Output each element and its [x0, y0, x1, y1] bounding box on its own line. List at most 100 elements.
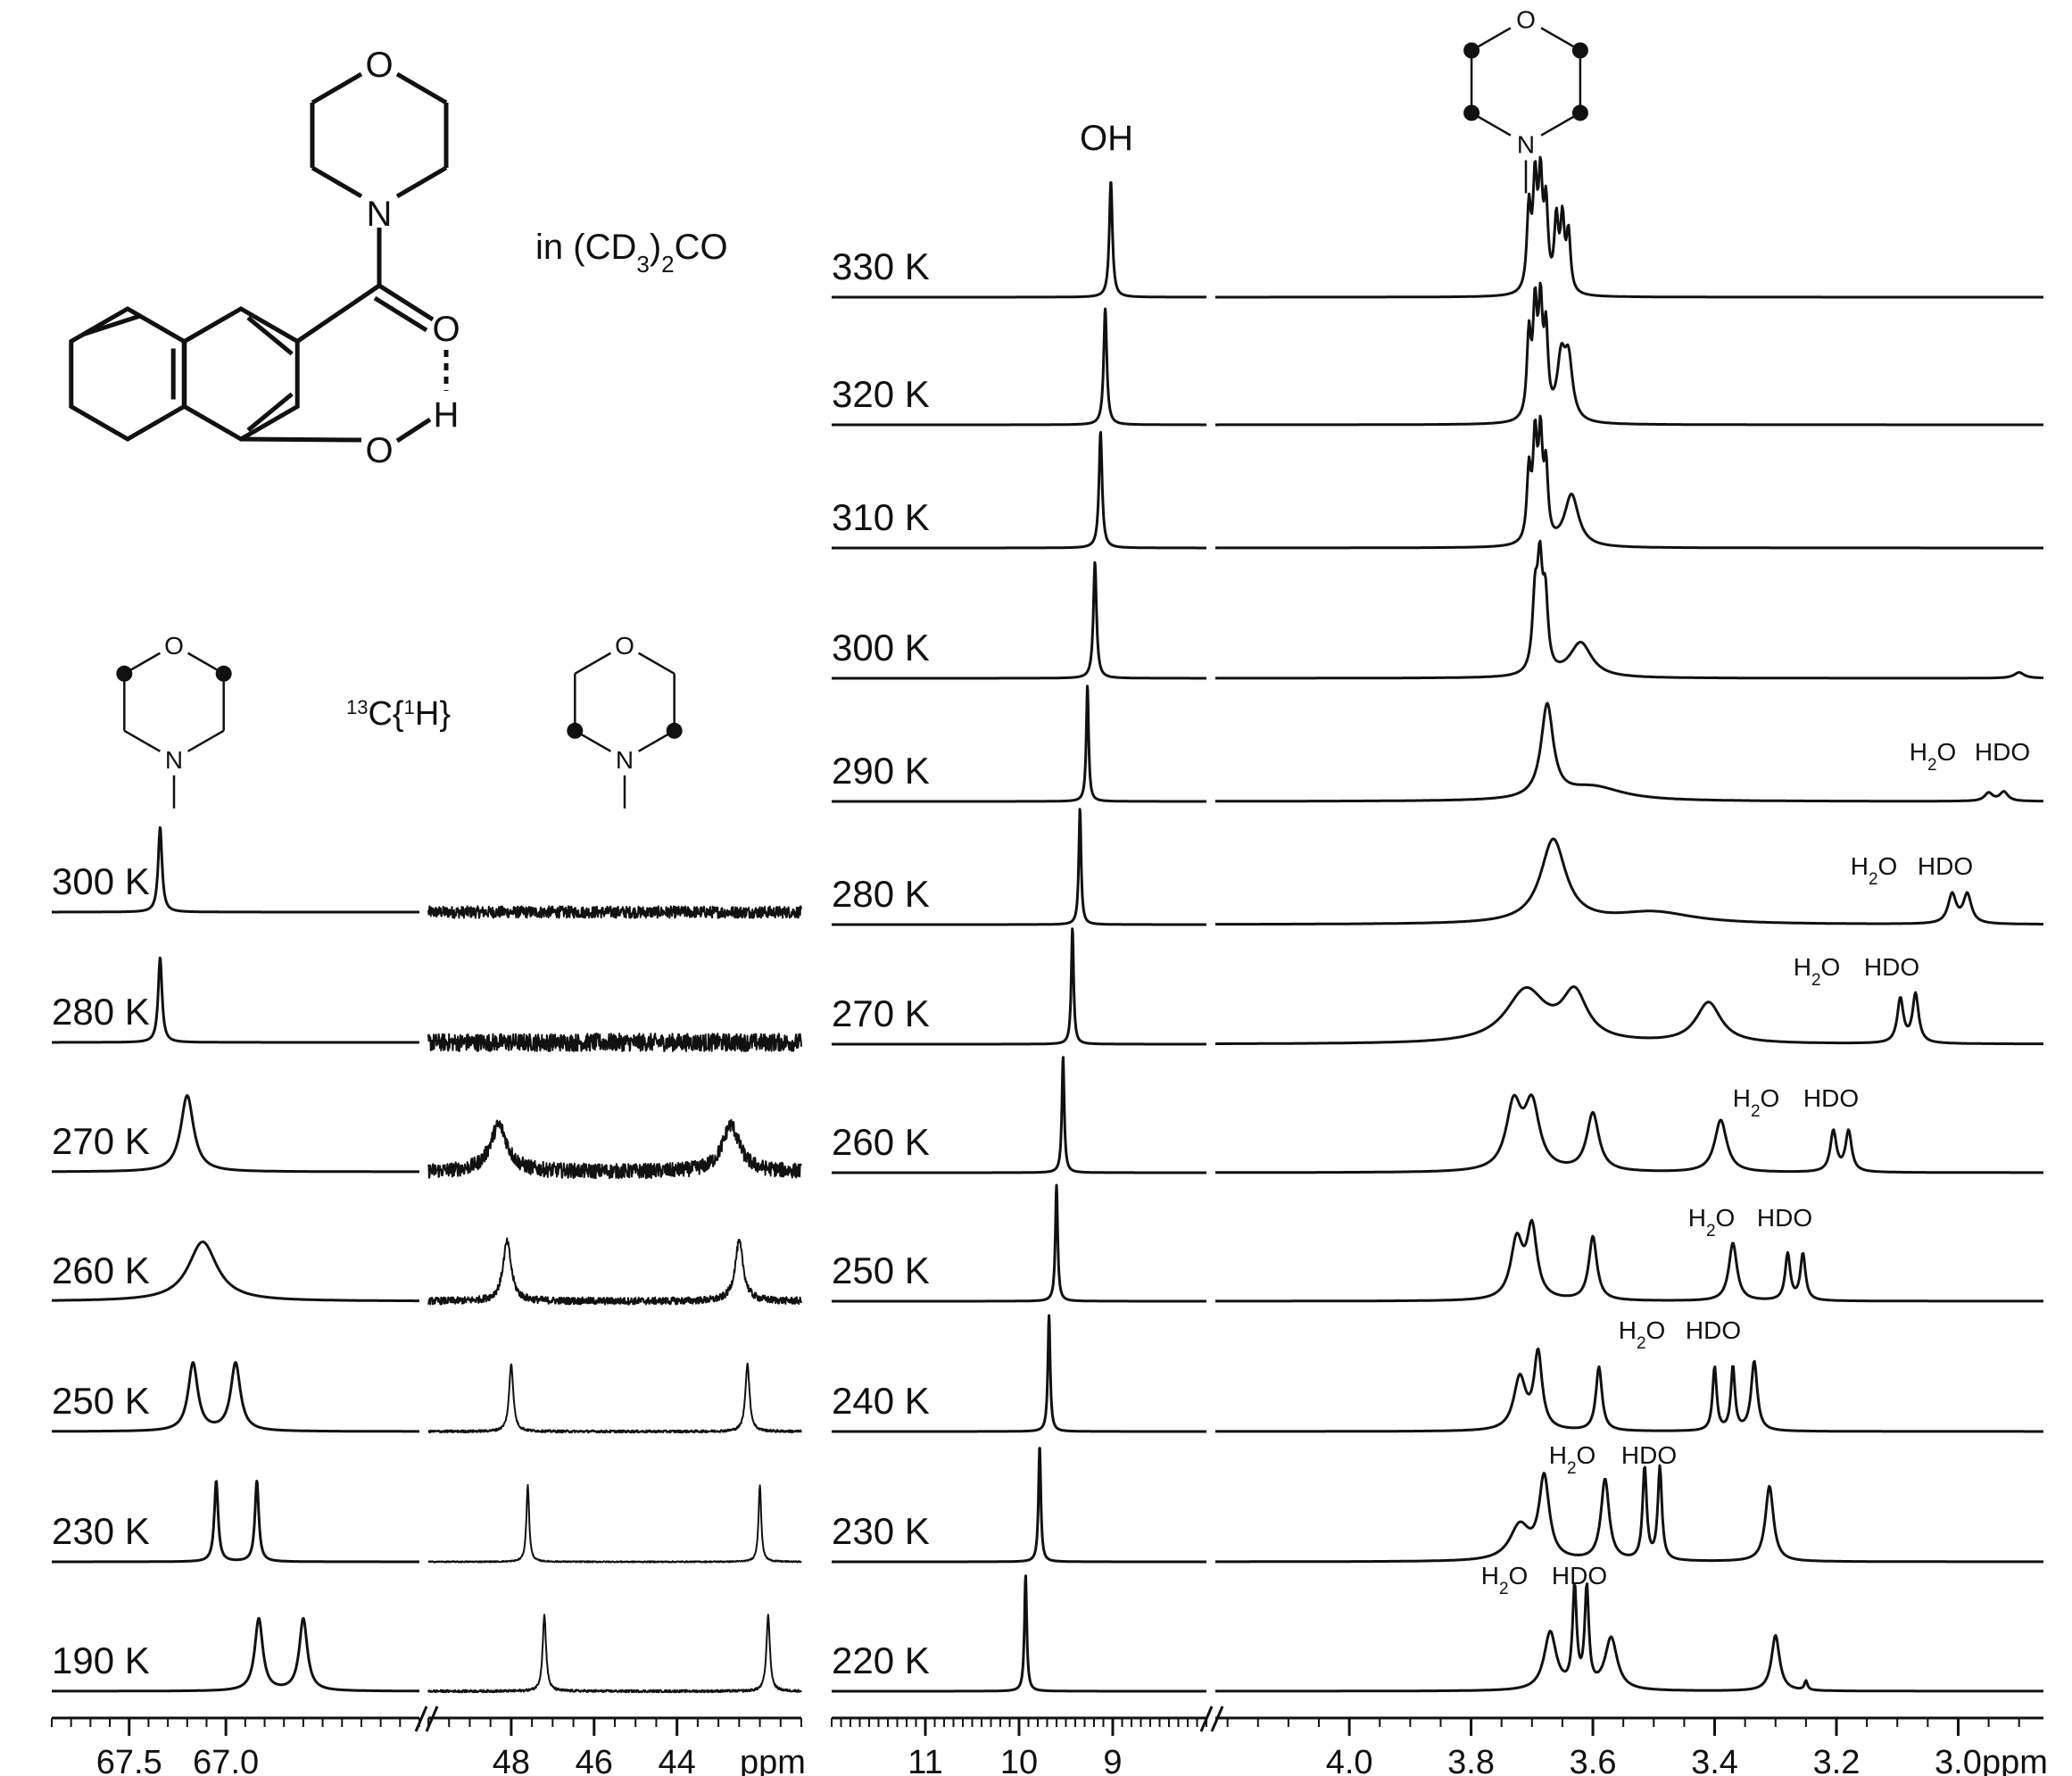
h2o-label: H2O	[1481, 1562, 1529, 1598]
spectrum-trace-c13-methylene-5	[51, 1480, 420, 1564]
ring-oxygen: O	[615, 632, 634, 660]
tick-label-h1-morpholine-1: 3.8	[1447, 1744, 1495, 1776]
spectrum-trace-h1-oh-9	[831, 1314, 1207, 1433]
spectrum-trace-h1-morpholine-0	[1214, 155, 2044, 299]
spectrum-trace-h1-oh-2	[831, 430, 1207, 550]
spectrum-trace-h1-oh-0	[831, 181, 1207, 299]
spectrum-trace-h1-oh-7	[831, 1056, 1207, 1174]
temp-label-h1-4: 290 K	[832, 750, 930, 792]
tick-label-c13-methylene-0: 67.5	[96, 1744, 162, 1776]
temp-label-h1-5: 280 K	[832, 873, 930, 915]
carbon-marker-dot	[1571, 42, 1588, 59]
benzene-ring-left	[69, 306, 186, 442]
h2o-label: H2O	[1794, 953, 1841, 990]
h2o-label: H2O	[1688, 1204, 1736, 1241]
ring-bond	[395, 71, 448, 105]
spectrum-trace-h1-oh-1	[831, 307, 1207, 427]
temp-label-h1-9: 240 K	[832, 1380, 930, 1422]
spectrum-trace-c13-methylene-2	[51, 1094, 420, 1174]
tick-label-h1-oh-2: 9	[1103, 1744, 1122, 1776]
h2o-label: H2O	[1733, 1084, 1780, 1121]
spectrum-trace-h1-morpholine-3	[1214, 539, 2044, 680]
axis-break	[1199, 1705, 1214, 1732]
morpholine-icon-carbon-nch2: ON	[567, 632, 683, 809]
morpholine-icon-carbon-och2: ON	[116, 632, 232, 809]
hdo-label: HDO	[1621, 1441, 1677, 1469]
temp-label-h1-8: 250 K	[832, 1249, 930, 1291]
tick-label-h1-morpholine-2: 3.6	[1570, 1744, 1617, 1776]
spectrum-trace-c13-ncarbon-3	[427, 1237, 802, 1306]
ring-bond	[186, 729, 225, 752]
bond-o-h	[395, 417, 432, 444]
ring-bond	[395, 165, 448, 199]
spectrum-trace-h1-morpholine-9	[1214, 1348, 2044, 1433]
spectrum-trace-h1-morpholine-1	[1214, 281, 2044, 427]
spectrum-trace-h1-morpholine-4	[1214, 701, 2044, 803]
spectrum-trace-c13-ncarbon-1	[427, 1033, 802, 1052]
spectra	[51, 155, 2044, 1694]
tick-label-h1-morpholine-4: 3.2	[1813, 1744, 1861, 1776]
spectrum-trace-h1-morpholine-8	[1214, 1218, 2044, 1303]
spectrum-trace-h1-morpholine-6	[1214, 985, 2044, 1046]
temp-label-h1-7: 260 K	[832, 1121, 930, 1163]
spectrum-trace-h1-oh-4	[831, 685, 1207, 803]
spectrum-trace-c13-ncarbon-0	[427, 905, 802, 919]
temp-label-c13-5: 230 K	[52, 1510, 150, 1552]
tick-label-h1-oh-0: 11	[908, 1744, 942, 1776]
carbon-marker-dot	[567, 722, 584, 739]
bond-c-carbonyl	[295, 283, 381, 344]
tick-label-c13-ncarbon-1: 46	[576, 1744, 613, 1776]
axis-unit-h1-morpholine: ppm	[1982, 1744, 2048, 1776]
tick-label-c13-ncarbon-2: 44	[659, 1744, 696, 1776]
morpholine-icon-top: ON	[1463, 6, 1588, 194]
temp-label-h1-3: 300 K	[832, 627, 930, 668]
spectrum-trace-h1-oh-10	[831, 1447, 1207, 1564]
carbonyl-oxygen: O	[432, 310, 460, 349]
temp-label-h1-0: 330 K	[832, 245, 930, 287]
solvent-label: in (CD3)2CO	[535, 228, 728, 278]
spectrum-trace-h1-oh-3	[831, 560, 1207, 680]
oh-label: OH	[1080, 119, 1133, 158]
ring-bond	[311, 71, 363, 105]
ring-bond	[574, 651, 612, 675]
spectrum-trace-c13-ncarbon-5	[427, 1483, 802, 1564]
spectrum-trace-h1-oh-11	[831, 1574, 1207, 1693]
spectrum-trace-h1-morpholine-5	[1214, 837, 2044, 926]
temp-label-c13-3: 260 K	[52, 1249, 150, 1291]
benzene-ring-right	[182, 306, 300, 442]
h2o-label: H2O	[1910, 738, 1957, 775]
carbon-marker-dot	[1571, 104, 1588, 121]
spectrum-trace-h1-oh-5	[831, 808, 1207, 926]
ring-nitrogen: N	[616, 746, 634, 774]
spectrum-trace-h1-oh-8	[831, 1183, 1207, 1303]
axis-break	[425, 1705, 439, 1732]
spectrum-trace-c13-ncarbon-4	[427, 1362, 802, 1434]
spectrum-trace-c13-ncarbon-6	[427, 1614, 802, 1694]
ring-bond	[123, 729, 162, 752]
tick-label-h1-morpholine-3: 3.4	[1691, 1744, 1738, 1776]
hydroxyl-hydrogen: H	[434, 395, 460, 435]
h2o-label: H2O	[1851, 852, 1898, 889]
axis-break	[1210, 1705, 1224, 1732]
bond-c-o-double	[373, 295, 428, 333]
tick-label-h1-oh-1: 10	[1000, 1744, 1038, 1776]
temp-label-h1-1: 320 K	[832, 373, 930, 415]
bond-c-oh	[240, 436, 362, 443]
hdo-label: HDO	[1918, 852, 1973, 880]
hdo-label: HDO	[1686, 1316, 1741, 1344]
ring-bond	[311, 165, 363, 199]
bond-c-o	[377, 283, 435, 322]
tick-label-c13-methylene-1: 67.0	[193, 1744, 259, 1776]
hdo-label: HDO	[1803, 1084, 1859, 1112]
double-bond	[246, 392, 294, 432]
hdo-label: HDO	[1864, 953, 1919, 981]
hdo-label: HDO	[1757, 1204, 1812, 1232]
temp-label-c13-4: 250 K	[52, 1380, 150, 1422]
carbon-marker-dot	[215, 665, 232, 682]
tick-label-h1-morpholine-0: 4.0	[1326, 1744, 1373, 1776]
h2o-label: H2O	[1619, 1316, 1666, 1353]
double-bond	[246, 316, 294, 356]
